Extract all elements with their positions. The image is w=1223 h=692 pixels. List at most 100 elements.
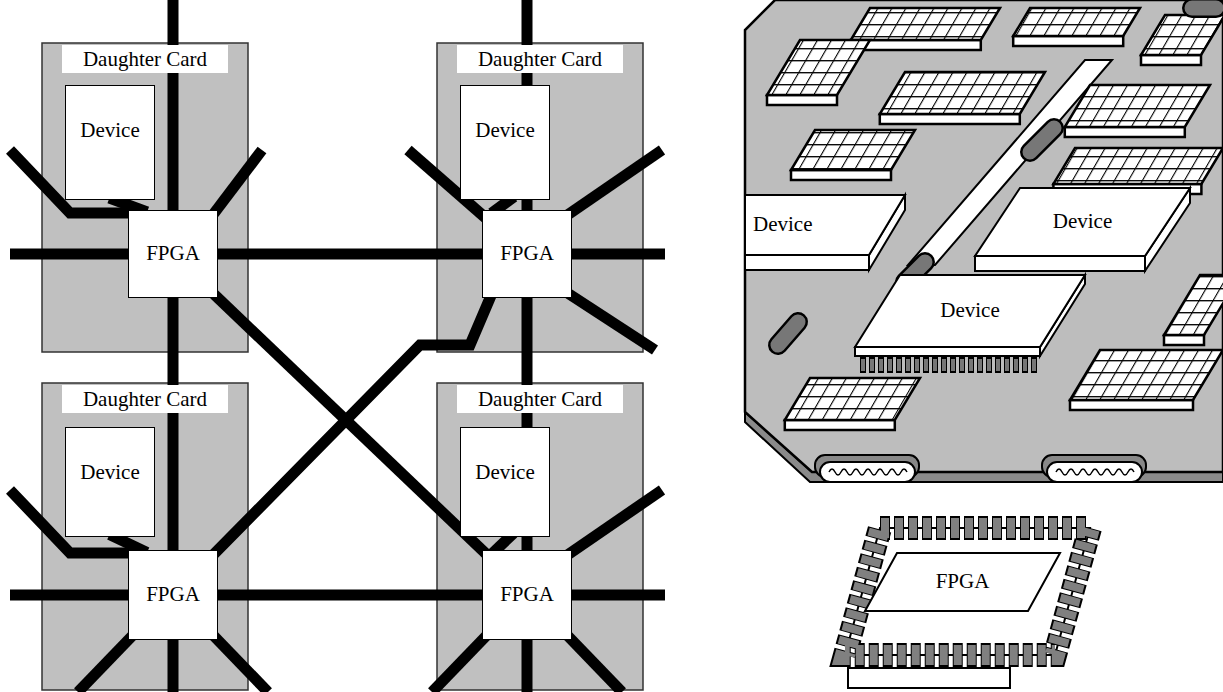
connector-block <box>1053 148 1223 184</box>
bus-line <box>115 200 143 210</box>
bus-stub <box>212 634 268 692</box>
connector-block <box>880 72 1045 114</box>
ribbon-outline <box>1192 0 1216 18</box>
ribbon-plugs <box>815 455 1146 482</box>
chip-pins <box>860 359 1038 371</box>
chip-side <box>975 256 1145 271</box>
bus-stub <box>566 150 662 216</box>
daughter-card: Daughter CardDeviceFPGA <box>437 43 643 352</box>
chip-label: Device <box>940 298 999 323</box>
connector-block <box>767 40 870 95</box>
chip-label: Device <box>753 212 812 237</box>
bus-line <box>115 537 143 550</box>
bus-stub <box>522 634 533 692</box>
connector-front <box>1013 36 1123 46</box>
connector-block <box>1164 275 1223 335</box>
chip-label: FPGA <box>146 241 200 266</box>
chip-package: FPGA <box>865 553 1060 611</box>
chip-package: Device <box>745 195 905 255</box>
connector-block <box>851 8 1000 40</box>
bus-stub <box>168 634 179 692</box>
connector-front <box>767 95 837 105</box>
fpga-body <box>845 528 1090 655</box>
bus-stub <box>566 490 662 556</box>
connector-block <box>1013 8 1140 36</box>
connector-front <box>791 170 891 180</box>
chip-top <box>745 195 905 255</box>
card-label: Daughter Card <box>457 385 623 413</box>
bus-line <box>218 590 482 601</box>
chip-label: Device <box>80 460 139 485</box>
connector-block <box>785 378 920 420</box>
chip-label: FPGA <box>936 569 990 594</box>
fpga-box: FPGA <box>482 210 572 298</box>
connector-block <box>791 130 915 170</box>
bus-line <box>496 537 510 550</box>
chip-label: FPGA <box>146 582 200 607</box>
daughter-card: Daughter CardDeviceFPGA <box>437 383 643 690</box>
bus-stub <box>432 634 488 692</box>
bus-stub <box>566 249 665 260</box>
card-label: Daughter Card <box>62 385 228 413</box>
bus-line <box>218 298 490 550</box>
fpga-box: FPGA <box>128 550 218 640</box>
fpga-pins-outline <box>845 528 1090 655</box>
bus-stub <box>78 634 134 692</box>
bus-stub <box>212 150 262 216</box>
connector-front <box>1141 55 1201 65</box>
connector-front <box>880 114 1020 124</box>
card-fill <box>437 383 643 690</box>
fpga-pins <box>845 528 1090 655</box>
plug-body <box>820 462 915 482</box>
card-label: Daughter Card <box>62 45 228 73</box>
fpga-base <box>848 668 1010 688</box>
daughter-card: Daughter CardDeviceFPGA <box>42 383 248 690</box>
fpga-box: FPGA <box>482 550 572 640</box>
ribbon-cable <box>1030 128 1054 152</box>
chip-top <box>865 553 1060 611</box>
bus-stub <box>566 590 665 601</box>
chip-top <box>855 275 1085 347</box>
chip-label: FPGA <box>500 582 554 607</box>
card-label: Daughter Card <box>457 45 623 73</box>
connector-front <box>785 420 895 430</box>
connector-front <box>1065 127 1185 137</box>
chip-side <box>855 347 1040 356</box>
chip-package: Device <box>975 188 1190 256</box>
bus-stub <box>10 590 134 601</box>
connector-front <box>1164 335 1204 345</box>
chip-label: Device <box>1053 209 1112 234</box>
chip-label: Device <box>80 118 139 143</box>
device-box: Device <box>460 85 550 200</box>
card-fill <box>437 43 643 352</box>
chip-package: Device <box>855 275 1085 347</box>
device-box: Device <box>65 427 155 537</box>
connector-block <box>1070 350 1223 400</box>
plug-wires <box>829 469 907 475</box>
chip-label: Device <box>475 460 534 485</box>
device-sides <box>745 188 1190 356</box>
ribbon-outline <box>778 322 798 345</box>
bus-stub <box>168 0 179 215</box>
device-box: Device <box>65 85 155 200</box>
chip-top <box>975 188 1190 256</box>
bus-stub <box>10 249 134 260</box>
bus-line <box>218 249 482 260</box>
chip-label: FPGA <box>500 241 554 266</box>
plug-wires <box>1056 469 1134 475</box>
device-box: Device <box>460 427 550 537</box>
daughter-card: Daughter CardDeviceFPGA <box>42 43 248 352</box>
card-fill <box>42 43 248 352</box>
chip-side <box>745 255 869 270</box>
bus-stubs <box>10 0 665 692</box>
plug-body <box>1047 462 1142 482</box>
ribbon-cable <box>778 322 798 345</box>
circuit-board <box>745 0 1223 472</box>
bus-stub <box>566 634 622 692</box>
ribbon-cable <box>1192 1 1216 16</box>
connector-block <box>1065 85 1210 127</box>
connector-front <box>1070 400 1193 410</box>
bus-line <box>496 200 510 210</box>
bus-stub <box>566 292 655 350</box>
